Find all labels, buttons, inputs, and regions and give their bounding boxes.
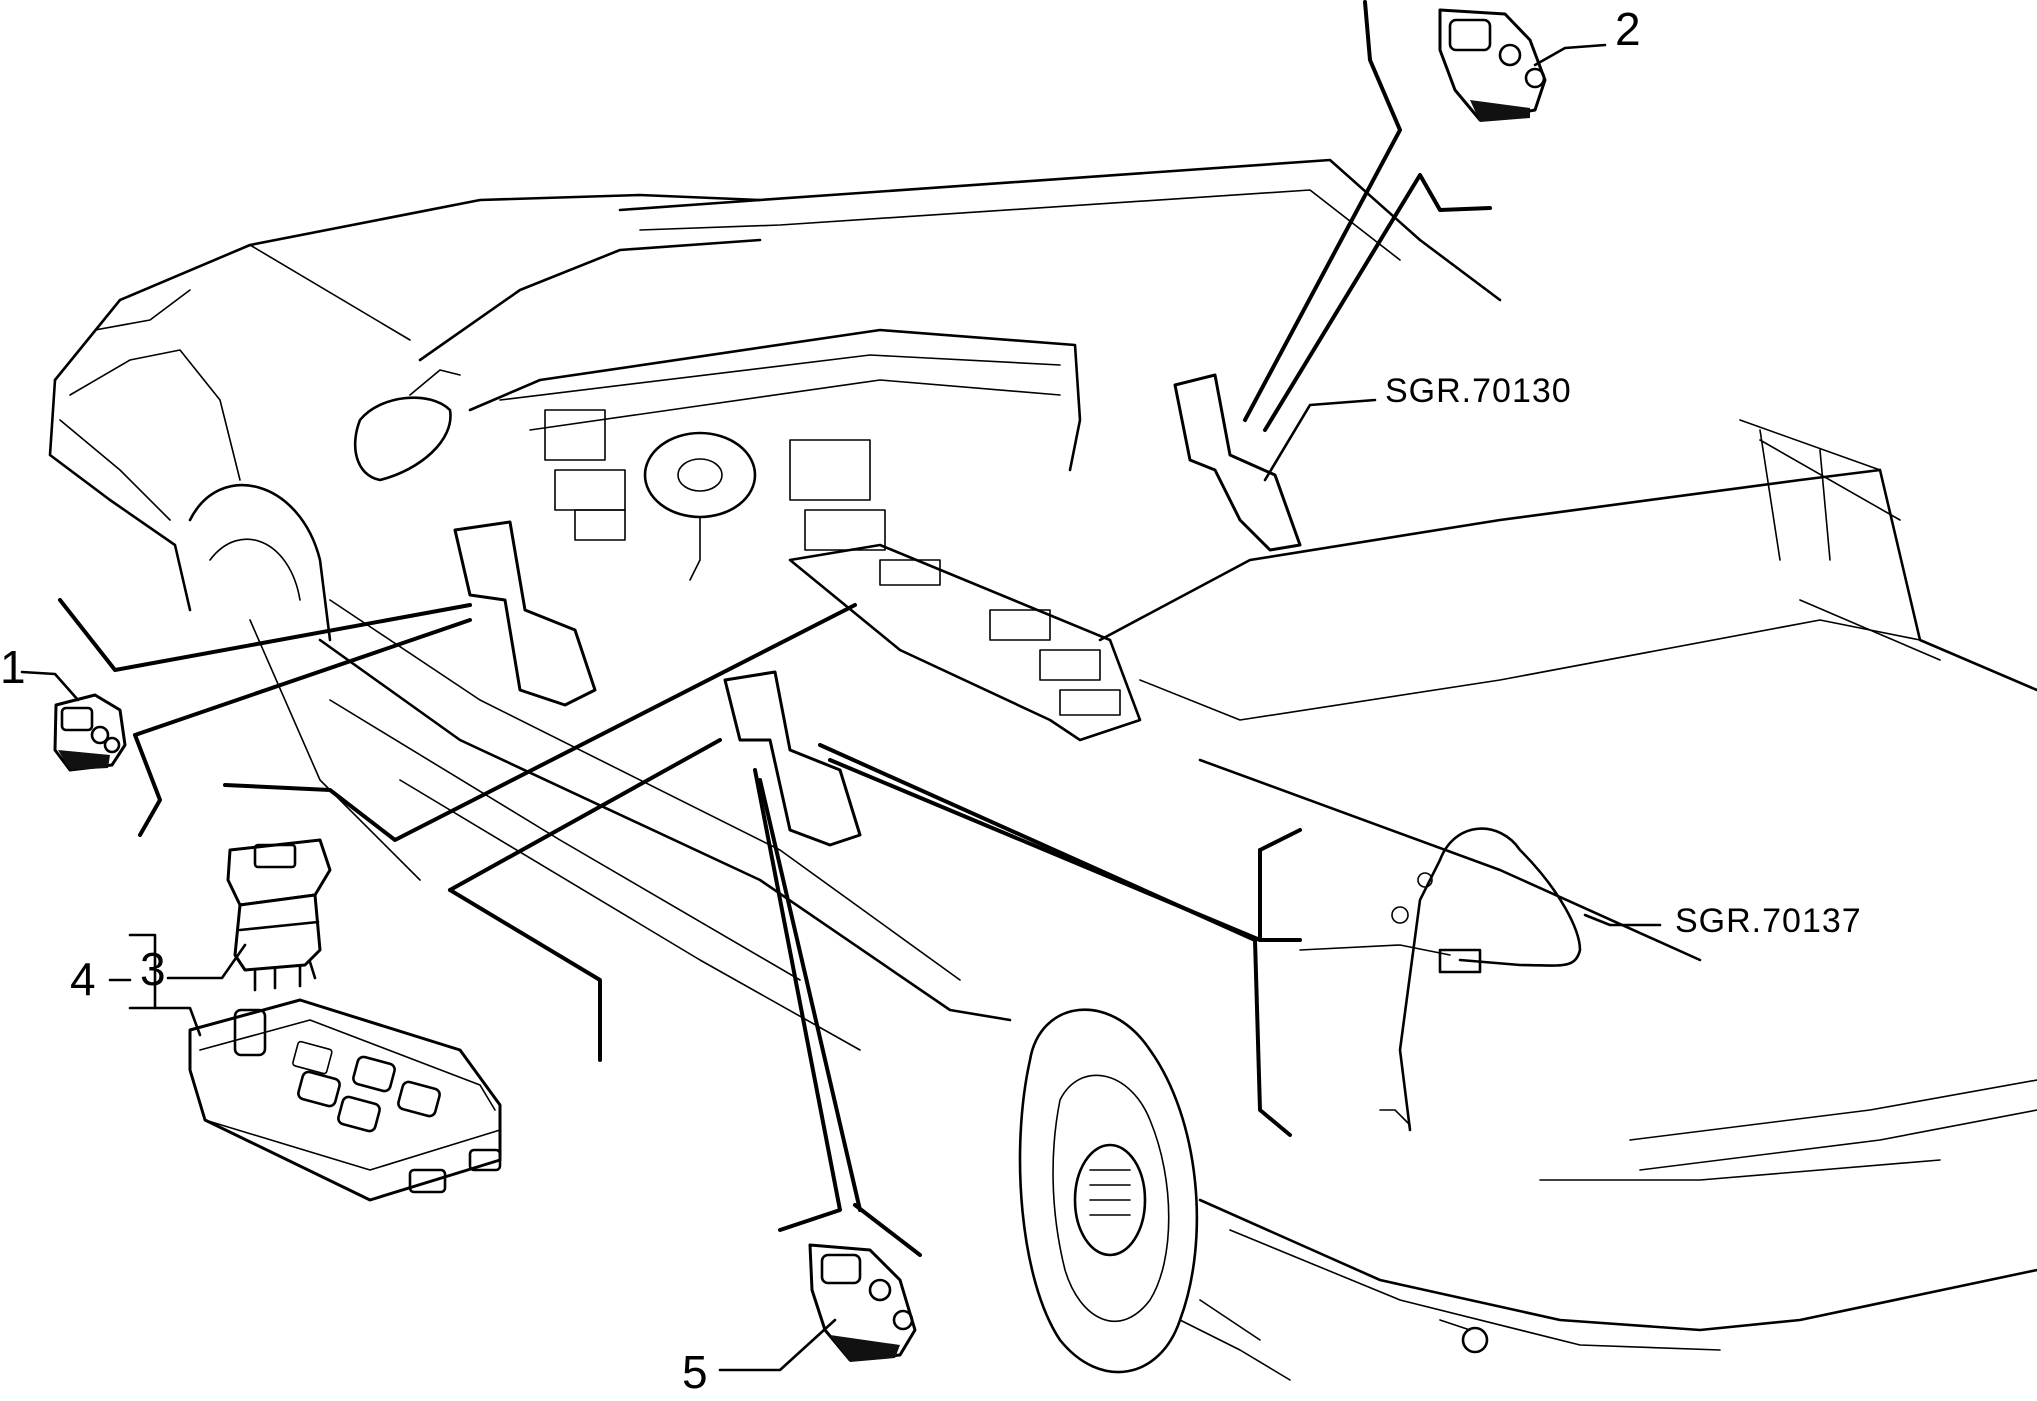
callout-2: 2 <box>1615 3 1641 55</box>
wiring-harness <box>1299 827 1582 1132</box>
reference-sgr-70137: SGR.70137 <box>1675 902 1862 940</box>
car-body-outline <box>48 158 2037 1381</box>
explosion-lines <box>58 0 1492 1257</box>
callout-5: 5 <box>682 1346 708 1398</box>
part-2-switch <box>1438 8 1547 122</box>
callout-3: 3 <box>140 943 166 995</box>
part-1-switch <box>53 693 127 772</box>
callout-4: 4 <box>70 953 96 1005</box>
part-5-switch <box>808 1243 917 1362</box>
callout-leaders <box>20 43 1662 1372</box>
mounting-brackets <box>453 373 1302 847</box>
callout-labels: 1 2 3 4 5 SGR.70130 SGR.70137 <box>0 3 1862 1398</box>
part-4-control-unit <box>188 998 502 1202</box>
part-3-relay <box>226 838 332 992</box>
front-wheel <box>1018 1008 1291 1381</box>
callout-1: 1 <box>0 641 26 693</box>
reference-sgr-70130: SGR.70130 <box>1385 372 1572 410</box>
